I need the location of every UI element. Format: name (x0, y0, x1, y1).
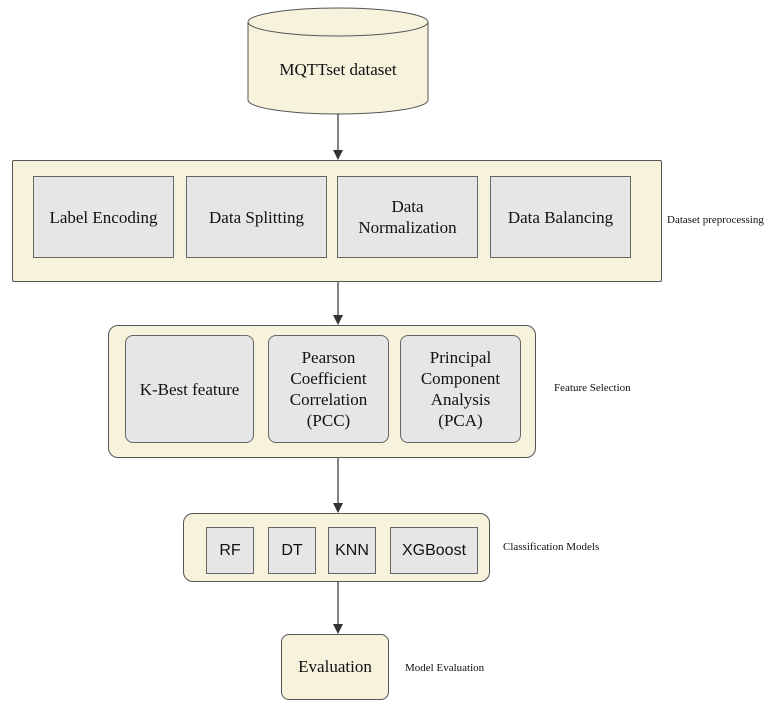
model-dt: DT (268, 527, 316, 574)
evaluation-side-label: Model Evaluation (405, 662, 485, 674)
feature-selection-side-label: Feature Selection (554, 382, 631, 394)
method-pca: Principal Component Analysis (PCA) (400, 335, 521, 443)
step-data-normalization: Data Normalization (337, 176, 478, 258)
classification-side-label: Classification Models (503, 541, 600, 553)
model-rf: RF (206, 527, 254, 574)
model-xgboost: XGBoost (390, 527, 478, 574)
step-data-splitting: Data Splitting (186, 176, 327, 258)
evaluation-box: Evaluation (281, 634, 389, 700)
step-data-balancing: Data Balancing (490, 176, 631, 258)
dataset-label: MQTTset dataset (279, 60, 397, 79)
method-pcc: Pearson Coefficient Correlation (PCC) (268, 335, 389, 443)
step-label-encoding: Label Encoding (33, 176, 174, 258)
preprocessing-side-label: Dataset preprocessing (667, 214, 764, 226)
model-knn: KNN (328, 527, 376, 574)
method-k-best: K-Best feature (125, 335, 254, 443)
